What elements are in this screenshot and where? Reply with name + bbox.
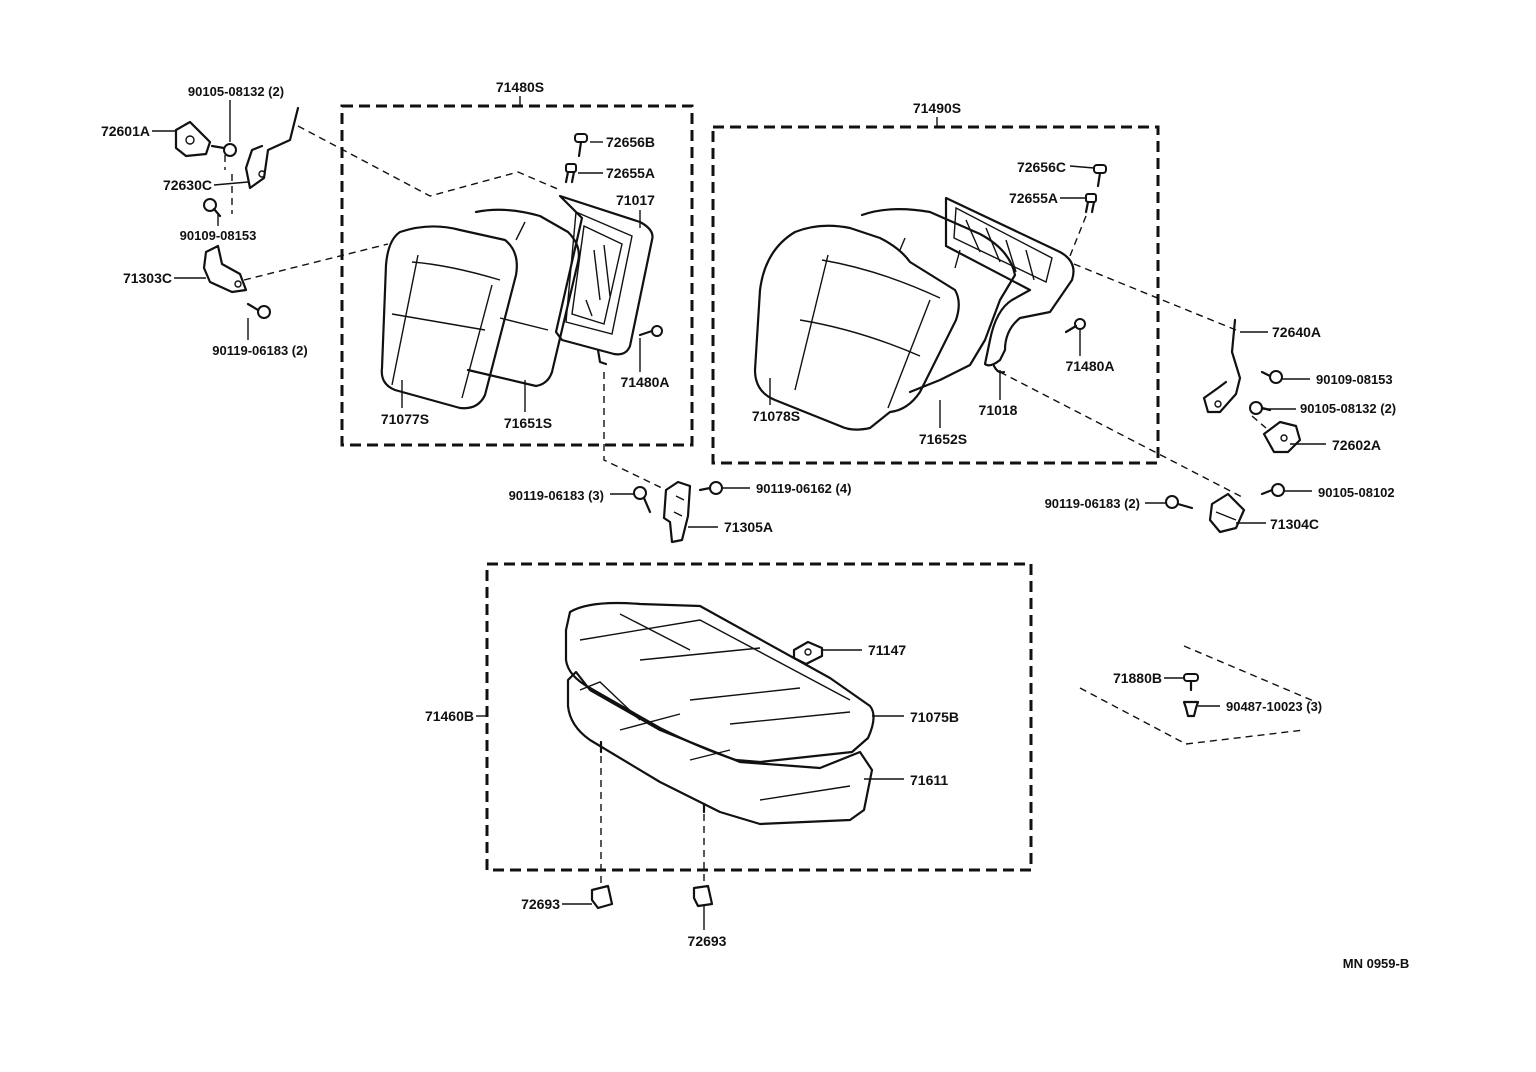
bolt-90109-08153-left [203, 198, 222, 218]
bolt-90119-06183-center [633, 486, 652, 514]
bolt-90119-06162 [698, 481, 723, 495]
bracket-72602a [1262, 420, 1302, 454]
cushion-posts [599, 740, 706, 814]
label-72656b: 72656B [606, 134, 655, 150]
label-90119-06162-4: 90119-06162 (4) [756, 481, 851, 496]
clip-90487-10023 [1182, 700, 1200, 718]
label-71077s: 71077S [381, 411, 429, 427]
mat-outline [1079, 645, 1317, 745]
label-72601a: 72601A [101, 123, 150, 139]
button-71880b [1183, 673, 1199, 692]
pin-72655a-right [1084, 193, 1097, 214]
label-71651s: 71651S [504, 415, 552, 431]
label-71303c: 71303C [123, 270, 172, 286]
label-72693-right: 72693 [688, 933, 727, 949]
group-label-cushion: 71460B [425, 708, 474, 724]
bracket-71304c [1208, 492, 1246, 534]
label-90487-10023: 90487-10023 (3) [1226, 699, 1322, 714]
bracket-72601a [174, 120, 212, 158]
label-90119-06183-2-right: 90119-06183 (2) [1045, 496, 1140, 511]
retainer-72693-left [590, 884, 614, 910]
label-71017: 71017 [616, 192, 655, 208]
label-71304c: 71304C [1270, 516, 1319, 532]
label-72655a-left: 72655A [606, 165, 655, 181]
bolt-90105-08132-right [1249, 401, 1272, 415]
group-box-right-back [711, 125, 1160, 465]
label-90119-06183-3: 90119-06183 (3) [509, 488, 604, 503]
seat-back-pad-71651s [466, 208, 580, 388]
label-90109-08153-left: 90109-08153 [180, 228, 257, 243]
pin-72655a-left [564, 163, 577, 184]
bolt-90105-08102 [1260, 483, 1285, 497]
group-label-right-back: 71490S [913, 100, 961, 116]
label-71652s: 71652S [919, 431, 967, 447]
seat-back-frame-71017 [554, 194, 654, 366]
label-71480a-left: 71480A [620, 374, 669, 390]
pin-72656c [1093, 164, 1107, 188]
clip-71147 [792, 640, 824, 666]
hinge-72640a [1202, 318, 1242, 414]
label-72655a-right: 72655A [1009, 190, 1058, 206]
bolt-90109-08153-right [1260, 370, 1283, 384]
seat-back-cover-71077s [380, 225, 518, 410]
group-label-left-back: 71480S [496, 79, 544, 95]
bolt-71480a-left [638, 325, 663, 337]
pin-72656b [574, 133, 588, 158]
label-71147: 71147 [868, 642, 906, 658]
group-box-left-back [340, 104, 694, 447]
bolt-90105-08132-left [210, 143, 237, 157]
diagram-code: MN 0959-B [1343, 956, 1409, 971]
hinge-72630c [244, 106, 300, 190]
label-72693-left: 72693 [521, 896, 560, 912]
seat-back-cover-71078s [753, 224, 960, 431]
label-71075b: 71075B [910, 709, 959, 725]
bolt-71480a-right [1064, 318, 1086, 334]
label-71880b: 71880B [1113, 670, 1162, 686]
label-72602a: 72602A [1332, 437, 1381, 453]
cushion-cover-71075b [564, 601, 875, 764]
label-90109-08153-right: 90109-08153 [1316, 372, 1393, 387]
label-71611: 71611 [910, 772, 948, 788]
label-90105-08132-left: 90105-08132 (2) [188, 84, 284, 99]
label-71078s: 71078S [752, 408, 800, 424]
label-72640a: 72640A [1272, 324, 1321, 340]
label-72656c: 72656C [1017, 159, 1066, 175]
label-90119-06183-2-left: 90119-06183 (2) [212, 343, 307, 358]
label-90105-08102: 90105-08102 [1318, 485, 1395, 500]
bracket-71303c [202, 244, 248, 294]
label-71018: 71018 [979, 402, 1018, 418]
label-71305a: 71305A [724, 519, 773, 535]
label-71480a-right: 71480A [1065, 358, 1114, 374]
hinge-71305a [662, 480, 692, 544]
group-box-cushion [485, 562, 1033, 872]
seat-back-frame-71018 [944, 196, 1075, 374]
label-90105-08132-right: 90105-08132 (2) [1300, 401, 1396, 416]
label-72630c: 72630C [163, 177, 212, 193]
cushion-pad-71611 [566, 670, 874, 826]
retainer-72693-right [692, 884, 714, 908]
bolt-90119-06183-left [246, 302, 271, 319]
bolt-90119-06183-right [1165, 495, 1194, 510]
